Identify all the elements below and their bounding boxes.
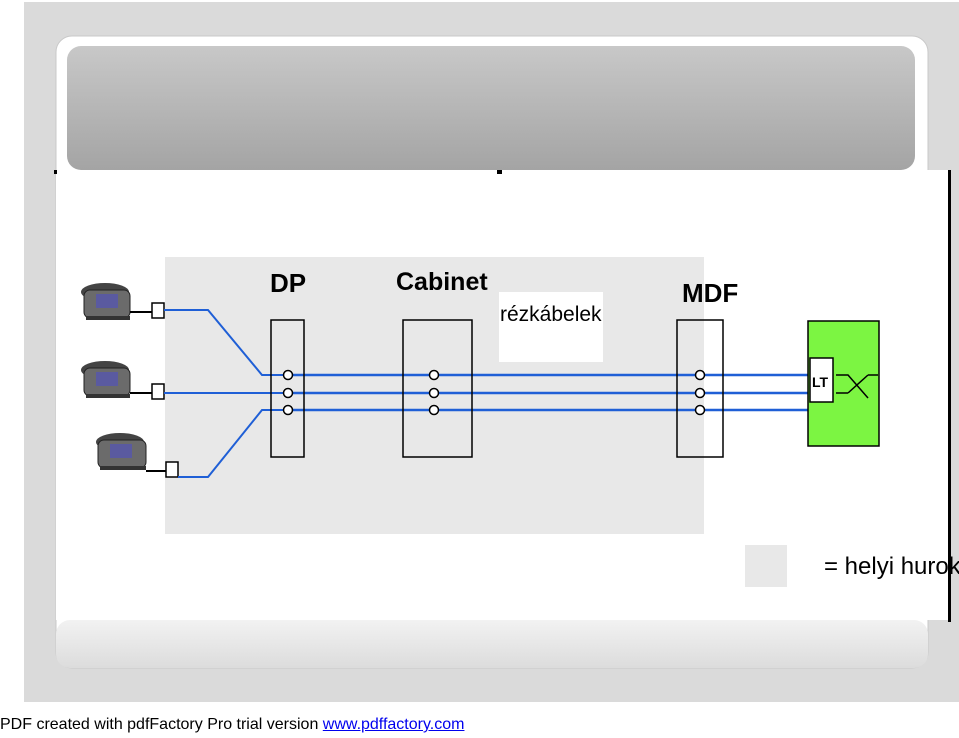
legend-swatch <box>745 545 787 587</box>
telephone-icon <box>81 361 131 398</box>
dp-label: DP <box>270 268 306 298</box>
phone-socket <box>130 383 165 400</box>
corner-mark <box>497 170 502 174</box>
exchange-box <box>807 320 880 447</box>
cabinet-label: Cabinet <box>396 268 488 296</box>
footer-link[interactable]: www.pdffactory.com <box>322 716 465 733</box>
rezkabelek-label: rézkábelek <box>500 303 602 326</box>
rezkabelek-box <box>499 292 603 362</box>
slide-header <box>67 46 915 170</box>
drop-wires <box>164 309 288 478</box>
slide-bottom-band <box>56 620 928 668</box>
telephone-icon <box>81 283 131 320</box>
mdf-box <box>676 319 724 458</box>
dp-box <box>270 319 305 458</box>
legend-label: = helyi hurok <box>824 553 959 580</box>
footer-text: PDF created with pdfFactory Pro trial ve… <box>0 716 323 733</box>
corner-mark <box>54 170 57 174</box>
copper-cables <box>288 373 812 412</box>
lt-label: LT <box>812 374 829 390</box>
mdf-label: MDF <box>682 278 738 308</box>
cabinet-box <box>402 319 473 458</box>
telephone-icon <box>96 433 147 470</box>
phone-socket <box>146 461 179 478</box>
diagram-right-border <box>948 170 951 622</box>
pdf-footer: PDF created with pdfFactory Pro trial ve… <box>0 716 959 738</box>
